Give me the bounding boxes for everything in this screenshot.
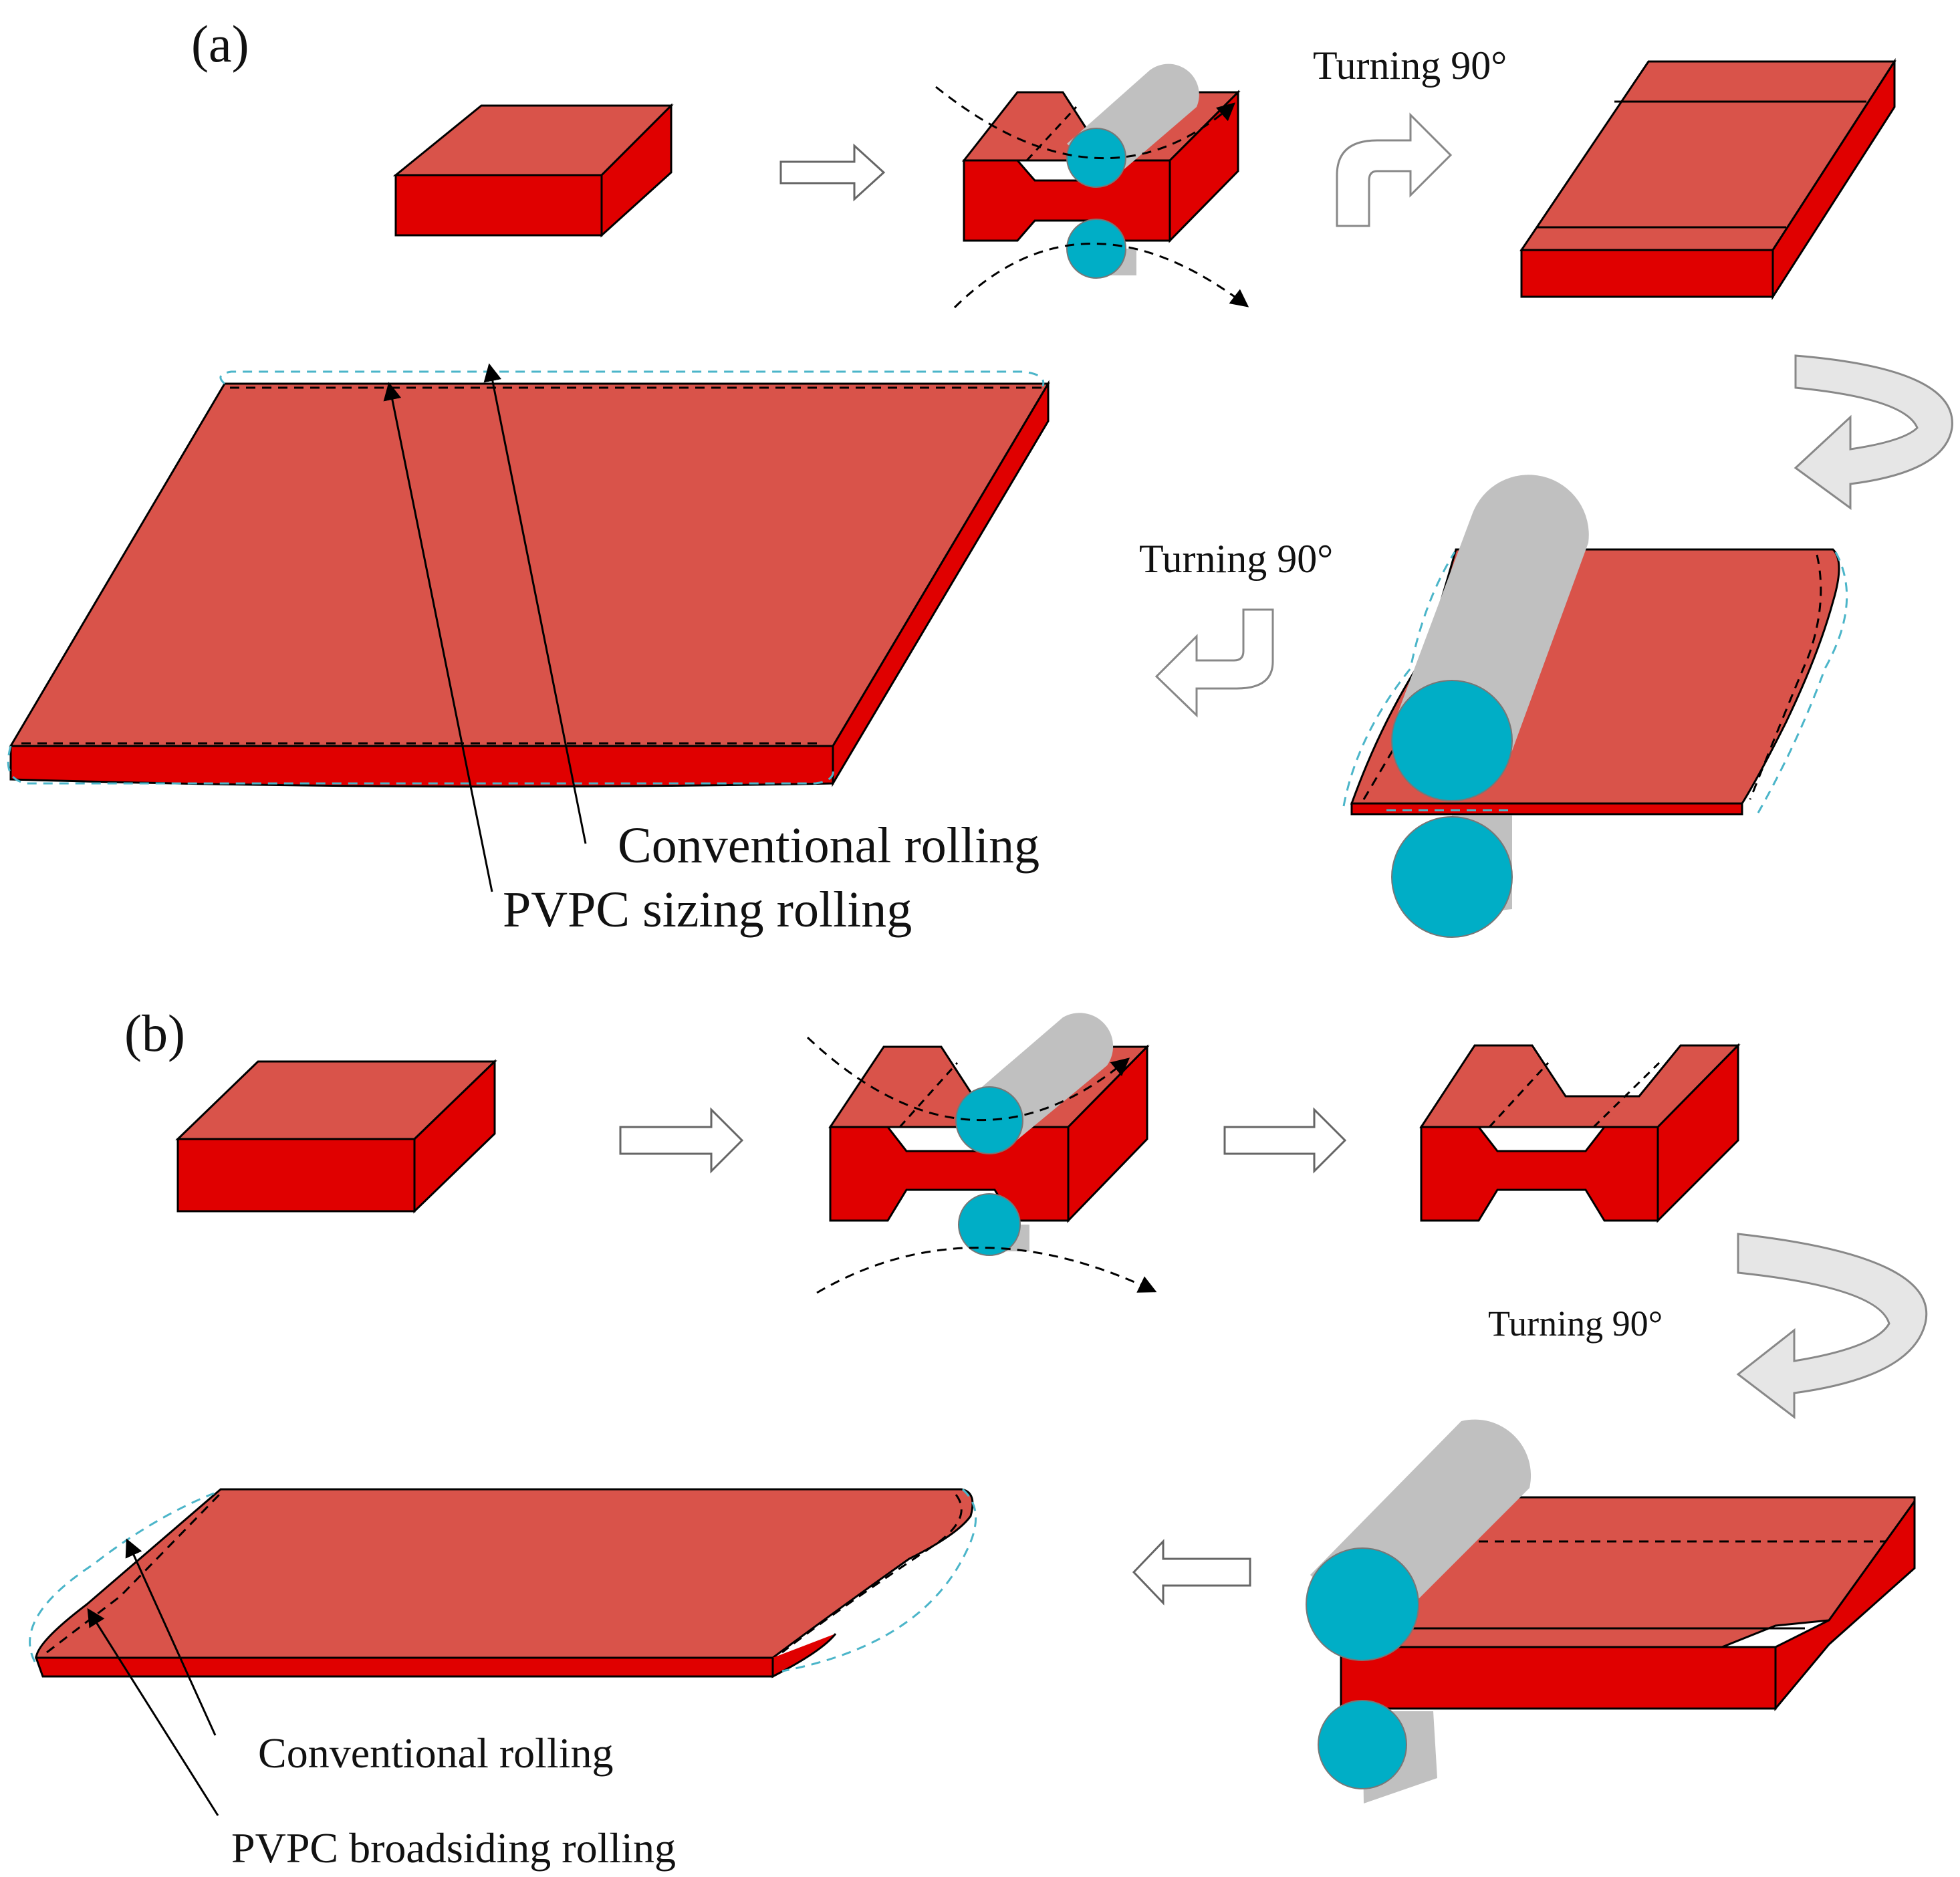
leader-pvpc-b xyxy=(87,1608,219,1816)
grooved-block-rolling-b xyxy=(828,1044,1150,1223)
plate-rolling-b xyxy=(1339,1496,1916,1712)
turning-arrow-a1 xyxy=(1336,112,1453,227)
turning-arrow-a3 xyxy=(1154,608,1274,718)
initial-slab-a xyxy=(392,103,674,238)
turn-label-b: Turning 90° xyxy=(1488,1303,1663,1344)
leader-conventional-a xyxy=(483,363,587,844)
process-arrow-b2 xyxy=(1223,1107,1347,1174)
leader-conventional-b xyxy=(125,1538,217,1736)
turning-arrow-a2 xyxy=(1794,354,1953,510)
top-roll-a2 xyxy=(1391,475,1589,801)
bottom-roll-a2 xyxy=(1391,816,1513,938)
bottom-roll-b2 xyxy=(1318,1700,1437,1803)
rotation-arc-top-a1 xyxy=(935,86,1236,160)
rotation-arc-bottom-b1 xyxy=(816,1247,1157,1294)
panel-a: (a) Turning 90° xyxy=(7,15,1953,938)
annotation-pvpc-b: PVPC broadsiding rolling xyxy=(231,1824,676,1872)
turn-label-a-top: Turning 90° xyxy=(1313,43,1507,88)
top-roll-b2 xyxy=(1306,1419,1532,1661)
rolled-slab-a xyxy=(1519,57,1896,301)
annotation-conventional-b: Conventional rolling xyxy=(258,1729,614,1777)
initial-slab-b xyxy=(175,1059,497,1214)
bottom-roll-b1 xyxy=(958,1193,1029,1256)
process-arrow-b1 xyxy=(619,1107,744,1174)
panel-a-label: (a) xyxy=(191,15,249,73)
grooved-block-b xyxy=(1419,1043,1741,1223)
turn-label-a-mid: Turning 90° xyxy=(1139,537,1333,581)
panel-b-label: (b) xyxy=(124,1004,185,1062)
process-arrow-b3 xyxy=(1132,1539,1251,1606)
final-plate-b xyxy=(29,1488,977,1678)
panel-b: (b) xyxy=(29,1004,1928,1872)
final-plate-a xyxy=(7,370,1050,788)
annotation-pvpc-a: PVPC sizing rolling xyxy=(503,882,912,938)
rotation-arc-top-b1 xyxy=(806,1036,1130,1121)
process-arrow-a1 xyxy=(779,143,886,202)
annotation-conventional-a: Conventional rolling xyxy=(618,818,1039,874)
bottom-roll-a1 xyxy=(1066,219,1136,279)
turning-arrow-b xyxy=(1736,1233,1928,1420)
top-roll-b1 xyxy=(955,1013,1114,1154)
leader-pvpc-a xyxy=(383,382,493,892)
